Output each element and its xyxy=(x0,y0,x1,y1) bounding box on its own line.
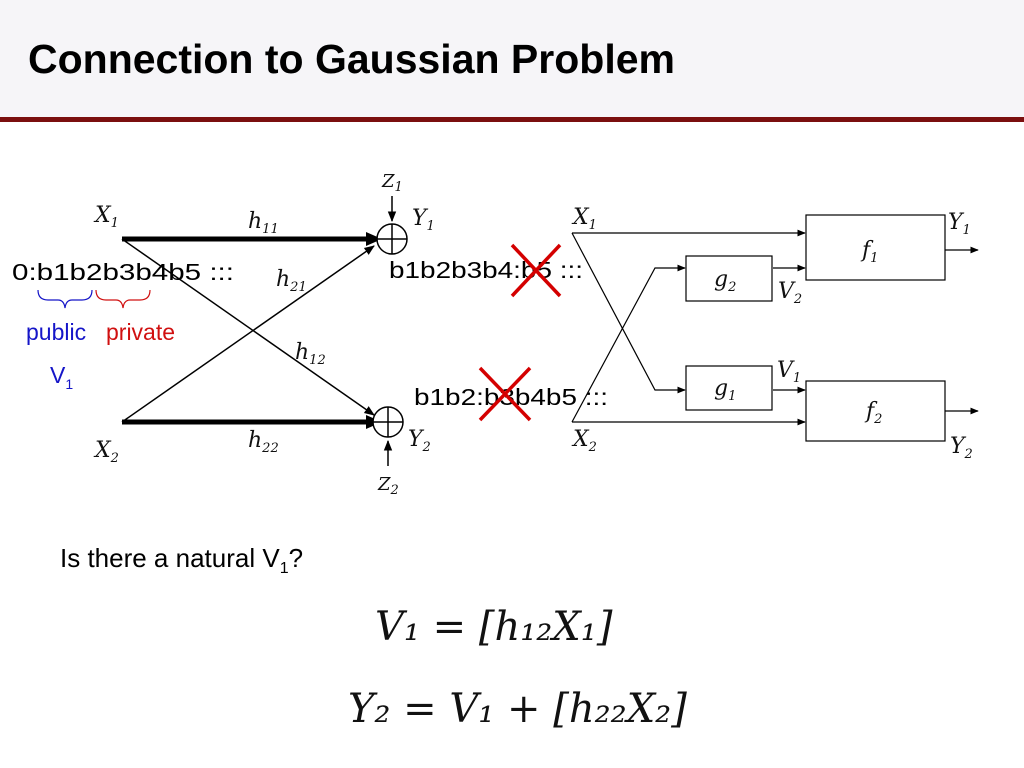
cross-out-mark-2 xyxy=(478,366,532,422)
arrow-head-h11 xyxy=(366,232,382,246)
public-label: public xyxy=(26,319,86,345)
adder-1 xyxy=(376,223,408,255)
title-rule xyxy=(0,117,1024,122)
public-brace xyxy=(37,289,93,309)
label-g2: g2 xyxy=(714,267,736,295)
private-brace xyxy=(95,289,151,309)
label-z2: Z2 xyxy=(377,474,399,498)
cross-out-mark-1 xyxy=(510,243,562,298)
channel-graph xyxy=(121,196,408,466)
block-g2 xyxy=(685,255,773,302)
label-y2: Y2 xyxy=(408,427,431,455)
label-z1: Z1 xyxy=(381,171,403,195)
cross-link-h21 xyxy=(121,245,375,423)
label-right-x2: X2 xyxy=(571,427,597,455)
label-right-x1: X1 xyxy=(571,205,597,233)
channel-labels: X1 X2 h11 h21 h12 h22 Z1 Z2 Y1 Y2 xyxy=(93,171,435,498)
label-h12: h12 xyxy=(295,340,326,368)
bit-string-input: 0:b1b2b3b4b5 ::: xyxy=(12,259,234,285)
block-g1 xyxy=(685,365,773,411)
equation-v1: V₁ = [h₁₂X₁] xyxy=(375,604,613,650)
label-h11: h11 xyxy=(248,209,279,237)
label-right-y1: Y1 xyxy=(948,210,971,238)
block-f1 xyxy=(805,214,946,281)
decoder-labels: X1 X2 g2 g1 f1 f2 V2 V1 Y1 Y2 xyxy=(571,205,973,462)
label-g1: g1 xyxy=(714,376,736,404)
label-v2: V2 xyxy=(778,279,802,307)
label-h21: h21 xyxy=(276,267,307,295)
line-x1-to-g1 xyxy=(571,232,686,394)
label-x2: X2 xyxy=(93,438,119,466)
equation-y2: Y₂ = V₁ + [h₂₂X₂] xyxy=(348,686,687,732)
label-v1: V1 xyxy=(777,358,801,386)
line-x2-to-g2 xyxy=(571,264,686,423)
label-h22: h22 xyxy=(248,428,279,456)
v1-label: V1 xyxy=(50,362,73,392)
question-text: Is there a natural V1? xyxy=(60,543,304,578)
label-right-y2: Y2 xyxy=(950,434,973,462)
decoder-graph xyxy=(571,214,979,442)
label-y1: Y1 xyxy=(412,206,435,234)
cross-link-h12 xyxy=(121,238,375,416)
private-label: private xyxy=(106,319,175,345)
slide-title: Connection to Gaussian Problem xyxy=(28,36,675,82)
label-x1: X1 xyxy=(93,203,119,231)
block-f2 xyxy=(805,380,946,442)
title-bar: Connection to Gaussian Problem xyxy=(0,0,1024,118)
bit-string-output-1: b1b2b3b4:b5 ::: xyxy=(389,257,583,283)
adder-2 xyxy=(372,406,404,438)
